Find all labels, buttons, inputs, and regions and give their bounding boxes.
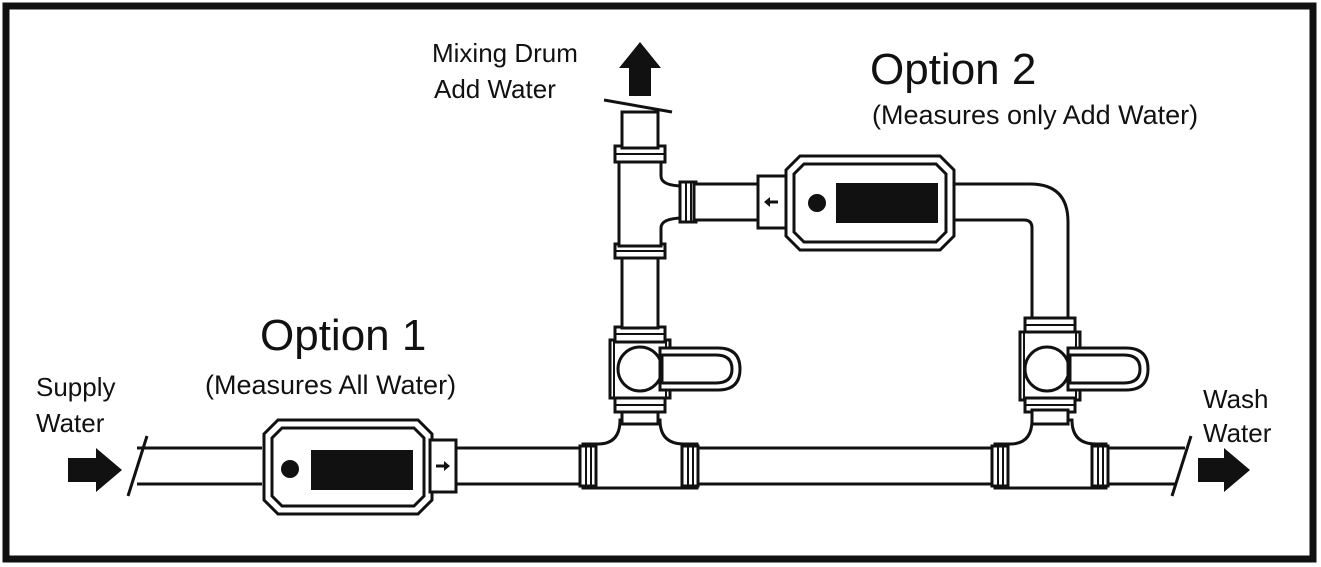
- wash-label-line1: Wash: [1203, 384, 1269, 414]
- mixing-drum-arrow-icon: [619, 42, 661, 96]
- tee-fitting-left: [578, 418, 700, 490]
- option2-title: Option 2: [870, 45, 1036, 94]
- break-mark-left: [126, 435, 149, 497]
- break-mark-right: [1170, 435, 1193, 497]
- mixing-label-line2: Add Water: [434, 74, 556, 104]
- break-mark-top: [603, 98, 673, 114]
- tee-fitting-right: [990, 418, 1110, 490]
- meter-button-icon: [281, 460, 299, 478]
- meter-display: [836, 183, 938, 223]
- option1-title: Option 1: [260, 311, 426, 360]
- meter-button-icon: [808, 194, 826, 212]
- option1-water-meter: [262, 418, 458, 516]
- left-riser: [603, 98, 742, 426]
- option2-subtitle: (Measures only Add Water): [872, 100, 1198, 130]
- main-pipe: [126, 435, 1193, 497]
- supply-label-line1: Supply: [36, 372, 116, 402]
- wash-arrow-icon: [1198, 448, 1250, 492]
- flow-direction-arrow-icon: [764, 197, 770, 207]
- wash-label-line2: Water: [1203, 418, 1272, 448]
- option1-subtitle: (Measures All Water): [205, 370, 456, 400]
- meter-display: [311, 450, 413, 490]
- mixing-label-line1: Mixing Drum: [432, 38, 578, 68]
- option2-water-meter: [756, 154, 956, 252]
- right-riser: [1018, 316, 1150, 426]
- flow-direction-arrow-icon: [444, 461, 450, 471]
- supply-label-line2: Water: [36, 408, 105, 438]
- supply-arrow-icon: [68, 448, 122, 492]
